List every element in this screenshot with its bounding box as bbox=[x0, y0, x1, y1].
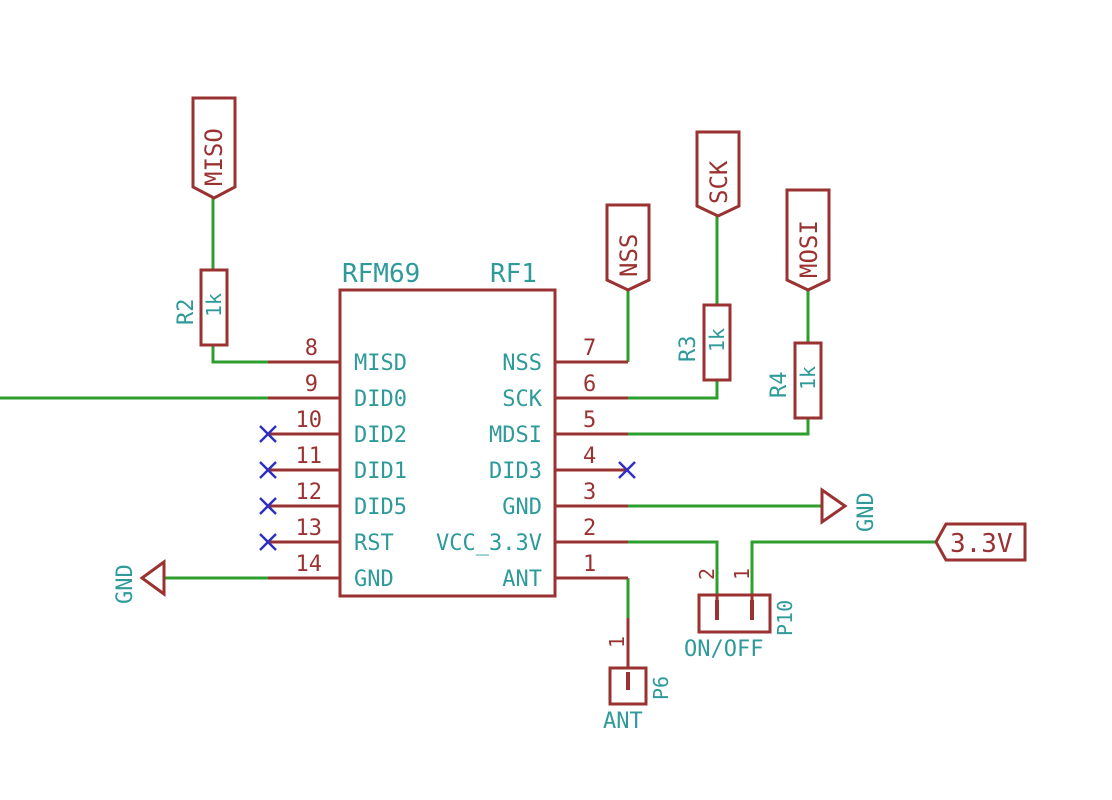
svg-text:MISO: MISO bbox=[200, 128, 228, 186]
pin-name: RST bbox=[354, 531, 394, 556]
chip-body bbox=[338, 288, 557, 598]
pin-number: 5 bbox=[583, 408, 596, 433]
no-connect-icon bbox=[618, 461, 636, 479]
no-connect-icon bbox=[259, 497, 277, 515]
no-connect-flags bbox=[259, 425, 636, 551]
connector-pin-number: 2 bbox=[695, 568, 719, 580]
connector-ref: P10 bbox=[773, 600, 797, 636]
pin-name: VCC_3.3V bbox=[436, 531, 542, 556]
global-label-nss: NSS bbox=[605, 203, 651, 292]
connector-pin-number: 1 bbox=[605, 636, 629, 648]
connector-value: ON/OFF bbox=[684, 637, 763, 662]
ground-icon-right: GND bbox=[820, 487, 879, 532]
resistor-ref: R3 bbox=[676, 336, 701, 363]
pin-number: 8 bbox=[305, 336, 318, 361]
pin-name: NSS bbox=[502, 351, 542, 376]
resistor-value: 1k bbox=[705, 328, 729, 352]
resistor-r3: 1k R3 bbox=[676, 303, 732, 382]
pin-name: DID2 bbox=[354, 423, 407, 448]
connector-ref: P6 bbox=[649, 676, 673, 700]
pin-number: 1 bbox=[583, 552, 596, 577]
pin-number: 9 bbox=[305, 372, 318, 397]
pin-number: 10 bbox=[296, 408, 323, 433]
no-connect-icon bbox=[259, 461, 277, 479]
pin-name: DID3 bbox=[489, 459, 542, 484]
resistor-r2: 1k R2 bbox=[174, 268, 229, 347]
global-label-miso: MISO bbox=[191, 96, 237, 200]
resistor-ref: R4 bbox=[767, 372, 792, 399]
chip-reference: RF1 bbox=[490, 259, 537, 289]
svg-text:MOSI: MOSI bbox=[795, 220, 823, 278]
resistor-value: 1k bbox=[796, 366, 820, 390]
chip-value: RFM69 bbox=[342, 259, 420, 289]
no-connect-icon bbox=[259, 425, 277, 443]
pin-number: 14 bbox=[296, 552, 323, 577]
no-connect-icon bbox=[259, 533, 277, 551]
wire-r2-pin8 bbox=[211, 345, 268, 364]
connector-value: ANT bbox=[603, 709, 643, 734]
pin-name: ANT bbox=[502, 567, 542, 592]
wires bbox=[0, 198, 936, 618]
pin-name: MISD bbox=[354, 351, 407, 376]
pin-number: 3 bbox=[583, 480, 596, 505]
svg-text:SCK: SCK bbox=[705, 160, 733, 204]
global-label-sck: SCK bbox=[695, 130, 741, 218]
svg-text:GND: GND bbox=[113, 564, 138, 604]
pin-name: DID1 bbox=[354, 459, 407, 484]
pin-name: SCK bbox=[502, 387, 542, 412]
rfm69-chip: RFM69 RF1 8 9 10 11 12 13 bbox=[268, 259, 628, 598]
ground-icon-left: GND bbox=[113, 559, 166, 604]
wire-r3-pin6 bbox=[628, 380, 719, 400]
pin-number: 11 bbox=[296, 444, 323, 469]
pin-name: GND bbox=[354, 567, 394, 592]
pin-name: GND bbox=[502, 495, 542, 520]
resistor-value: 1k bbox=[202, 293, 226, 317]
wire-r4-pin5 bbox=[628, 418, 810, 436]
connector-pin-number: 1 bbox=[730, 568, 754, 580]
connector-p6: 1 P6 ANT bbox=[603, 618, 673, 734]
pin-name: DID5 bbox=[354, 495, 407, 520]
connector-p10: 2 1 P10 ON/OFF bbox=[684, 568, 797, 662]
pin-number: 12 bbox=[296, 480, 323, 505]
pin-number: 2 bbox=[583, 516, 596, 541]
pin-name: MDSI bbox=[489, 423, 542, 448]
pin-number: 7 bbox=[583, 336, 596, 361]
svg-text:GND: GND bbox=[854, 492, 879, 532]
global-label-mosi: MOSI bbox=[785, 188, 831, 292]
resistor-ref: R2 bbox=[174, 299, 199, 326]
pin-number: 6 bbox=[583, 372, 596, 397]
resistor-r4: 1k R4 bbox=[767, 341, 823, 420]
svg-text:3.3V: 3.3V bbox=[950, 529, 1013, 559]
wire-vcc-p10 bbox=[628, 540, 719, 595]
svg-text:NSS: NSS bbox=[615, 234, 643, 277]
pin-number: 13 bbox=[296, 516, 323, 541]
wire-p10-3v3 bbox=[750, 540, 936, 595]
global-label-3v3: 3.3V bbox=[934, 522, 1027, 562]
pin-number: 4 bbox=[583, 444, 596, 469]
pin-name: DID0 bbox=[354, 387, 407, 412]
